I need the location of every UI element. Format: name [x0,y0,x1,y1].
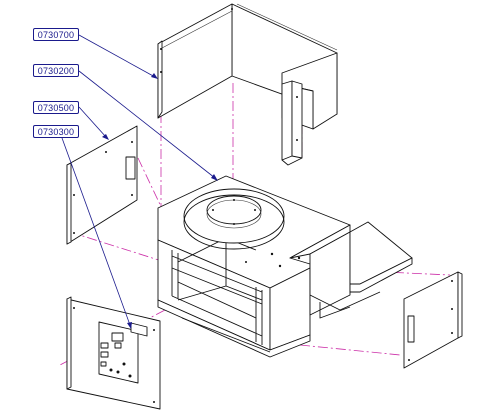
front-control-panel-part [66,296,161,410]
arrowhead-icon [127,322,132,329]
part-callout-0730300: 0730300 [33,125,79,138]
right-side-panel-part [403,271,463,369]
arrowhead-icon [151,73,158,79]
part-callout-0730700: 0730700 [33,28,79,41]
leader-0730500 [78,106,107,138]
part-callout-0730200: 0730200 [33,64,79,77]
leader-0730200 [78,70,216,179]
callout-leaders [61,34,218,329]
rear-tray-part [309,221,413,319]
top-shroud-part [157,3,338,166]
left-side-panel-part [66,125,138,245]
arrowhead-icon [102,134,109,140]
main-frame-part [157,175,351,358]
leader-0730700 [78,34,156,78]
part-callout-0730500: 0730500 [33,101,79,114]
leader-0730300 [61,137,131,326]
arrowhead-icon [211,174,218,181]
